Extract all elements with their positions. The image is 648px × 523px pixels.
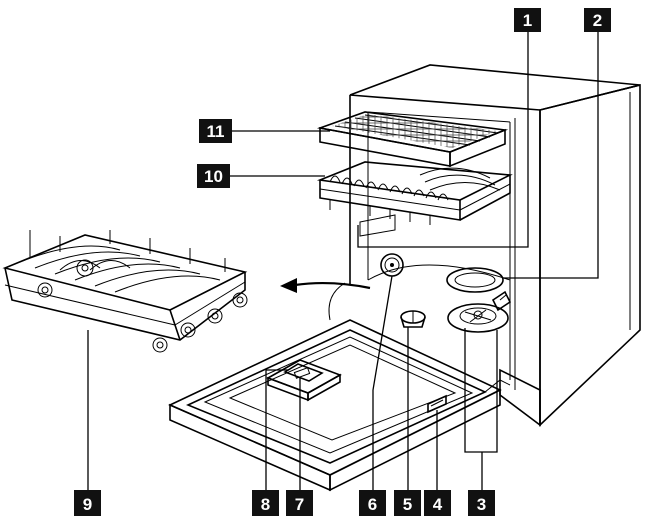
- label-10-text: 10: [204, 167, 223, 186]
- label-8: 8: [252, 490, 279, 516]
- cutlery-tray: [316, 111, 509, 168]
- label-2: 2: [584, 8, 611, 32]
- lower-basket: [2, 230, 248, 353]
- door: [168, 319, 511, 492]
- label-5: 5: [394, 490, 421, 516]
- label-1: 1: [514, 8, 541, 32]
- label-3-text: 3: [477, 495, 486, 514]
- filter-combination: [447, 290, 512, 333]
- label-7: 7: [286, 490, 313, 516]
- label-5-text: 5: [403, 495, 412, 514]
- leader-lines: [87, 30, 599, 490]
- rating-plate: [427, 394, 447, 414]
- label-9: 9: [74, 490, 101, 516]
- label-6-text: 6: [368, 495, 377, 514]
- label-3: 3: [468, 490, 495, 516]
- label-4: 4: [424, 490, 451, 516]
- label-11-text: 11: [207, 122, 225, 141]
- removal-arrow: [280, 278, 371, 321]
- label-9-text: 9: [83, 495, 92, 514]
- label-4-text: 4: [433, 495, 443, 514]
- label-2-text: 2: [593, 11, 602, 30]
- label-11: 11: [199, 119, 232, 143]
- salt-container: [400, 310, 426, 328]
- label-7-text: 7: [295, 495, 304, 514]
- upper-basket: [316, 161, 513, 237]
- rinse-aid-dispenser: [380, 253, 404, 277]
- label-10: 10: [197, 164, 230, 188]
- label-8-text: 8: [261, 495, 270, 514]
- tub-interior: [367, 111, 511, 380]
- detergent-dispenser: [266, 359, 342, 402]
- label-1-text: 1: [523, 11, 532, 30]
- label-6: 6: [359, 490, 386, 516]
- spray-arm: [446, 267, 504, 293]
